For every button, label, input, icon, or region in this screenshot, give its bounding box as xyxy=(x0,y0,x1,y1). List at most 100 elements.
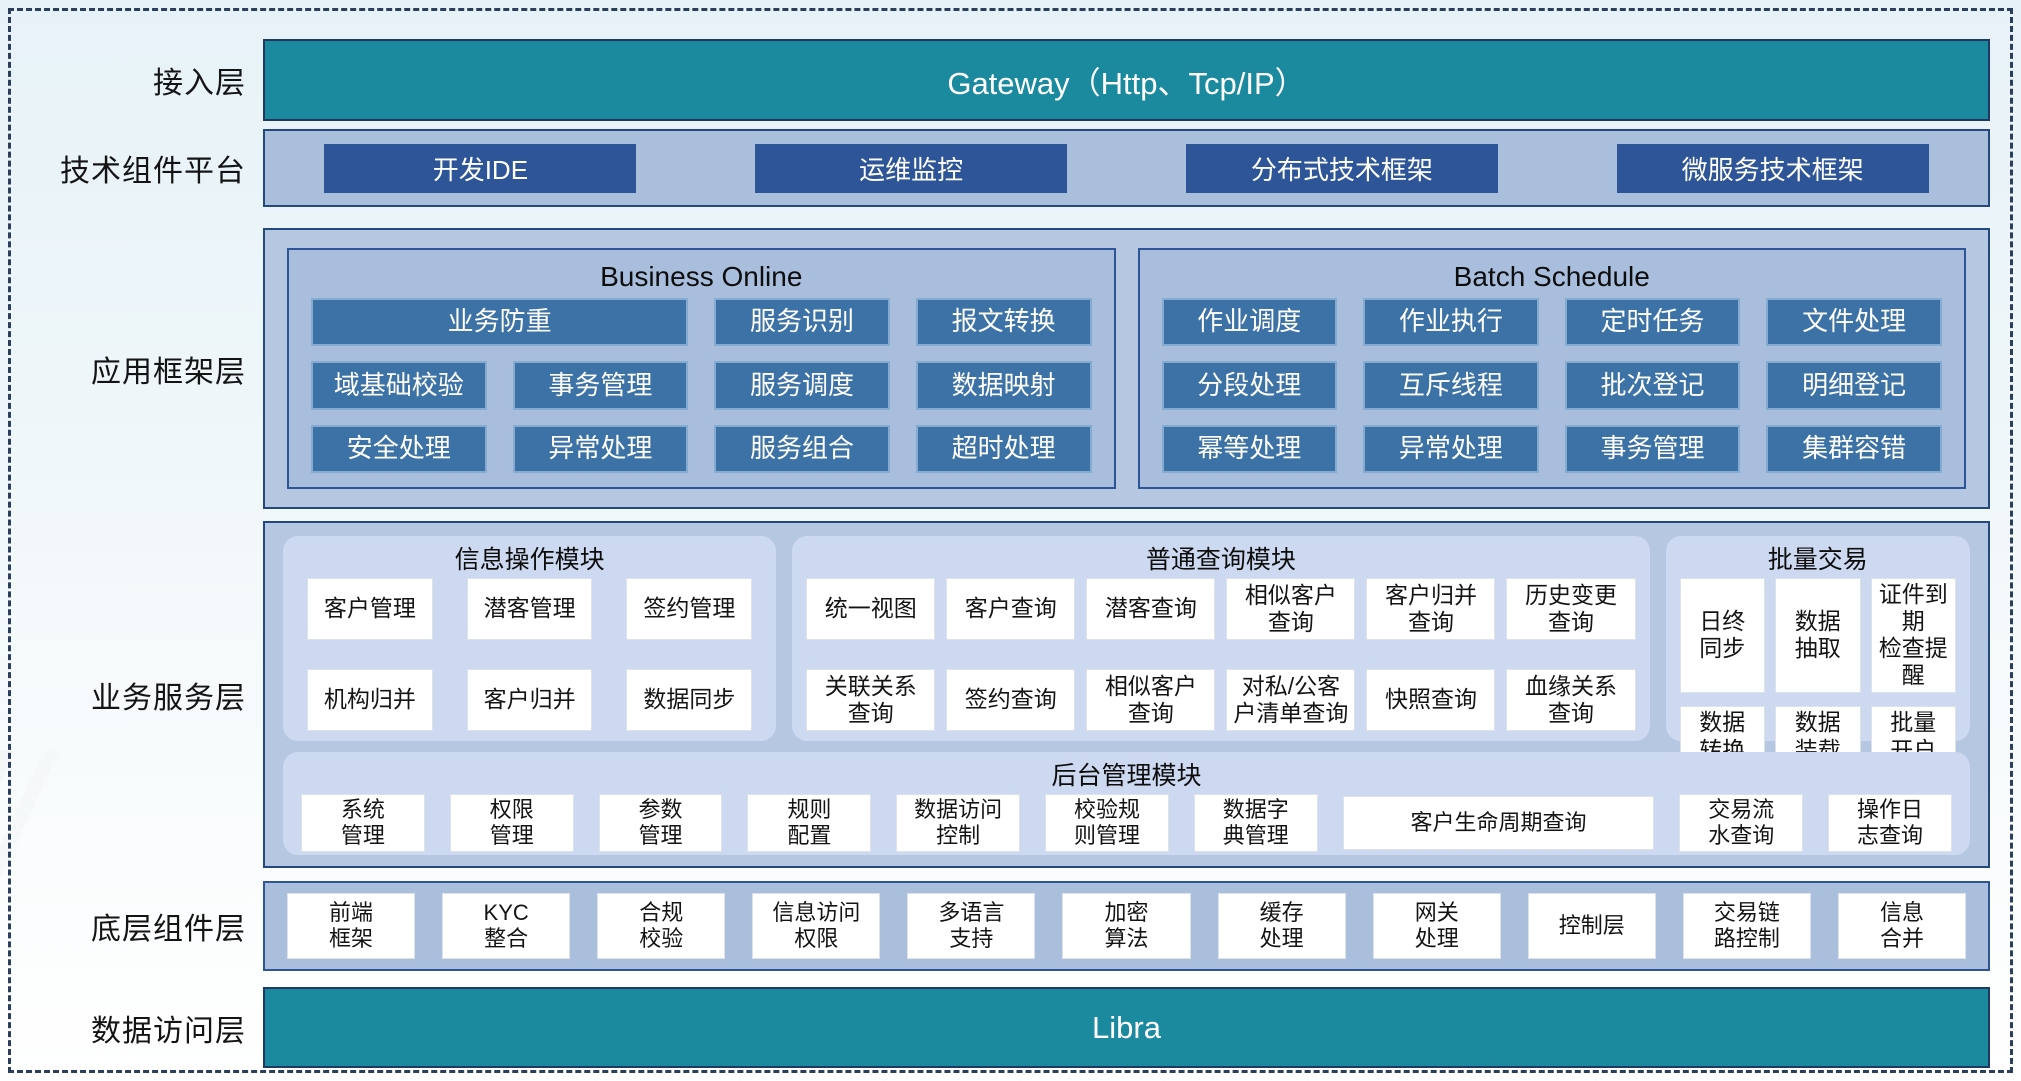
layer-label-base: 底层组件层 xyxy=(91,913,246,946)
tech-chip: 开发IDE xyxy=(324,143,637,193)
module-chip: 集群容错 xyxy=(1766,424,1942,473)
service-box: 客户查询 xyxy=(946,578,1076,640)
batch-schedule-panel: Batch Schedule 作业调度 作业执行 定时任务 文件处理 分段处理 … xyxy=(1137,248,1966,489)
module-chip: 事务管理 xyxy=(512,361,689,410)
module-chip: 安全处理 xyxy=(311,424,487,473)
module-chip: 服务组合 xyxy=(714,424,890,473)
service-box: 血缘关系 查询 xyxy=(1506,669,1636,731)
component-box: 控制层 xyxy=(1527,893,1656,959)
module-chip: 异常处理 xyxy=(512,424,689,473)
service-box: 历史变更 查询 xyxy=(1506,578,1636,640)
service-box: 潜客管理 xyxy=(466,578,593,640)
service-box: 日终 同步 xyxy=(1679,578,1766,693)
module-chip: 文件处理 xyxy=(1766,298,1942,347)
layer-label-service: 业务服务层 xyxy=(91,681,246,715)
component-box: 前端 框架 xyxy=(287,893,416,959)
service-box: 操作日 志查询 xyxy=(1828,794,1952,852)
component-box: 交易链 路控制 xyxy=(1682,893,1811,959)
service-box: 系统 管理 xyxy=(301,794,425,852)
service-box: 签约管理 xyxy=(626,578,753,640)
service-box: 客户管理 xyxy=(307,578,433,640)
service-box: 交易流 水查询 xyxy=(1679,794,1804,852)
layer-label-tech: 技术组件平台 xyxy=(60,155,246,188)
component-box: 加密 算法 xyxy=(1062,893,1191,959)
service-box: 统一视图 xyxy=(806,578,936,640)
module-chip: 服务识别 xyxy=(714,298,890,347)
tech-platform-bar: 开发IDE 运维监控 分布式技术框架 微服务技术框架 xyxy=(263,129,1990,207)
service-box: 校验规 则管理 xyxy=(1045,794,1169,852)
base-components-bar: 前端 框架 KYC 整合 合规 校验 信息访问 权限 多语言 支持 加密 算法 … xyxy=(263,881,1990,971)
module-chip: 明细登记 xyxy=(1766,361,1942,410)
batch-trade-group: 批量交易 日终 同步 数据 抽取 证件到期 检查提醒 数据 转换 数据 装载 批… xyxy=(1665,536,1970,768)
service-box: 客户归并 xyxy=(466,669,593,731)
layer-label-access: 接入层 xyxy=(153,67,246,100)
business-online-title: Business Online xyxy=(600,261,803,292)
component-box: KYC 整合 xyxy=(442,893,571,959)
module-chip: 批次登记 xyxy=(1564,361,1741,410)
module-chip: 报文转换 xyxy=(915,298,1092,347)
admin-title: 后台管理模块 xyxy=(1051,762,1202,790)
libra-bar: Libra xyxy=(263,987,1990,1068)
business-online-panel: Business Online 业务防重 服务识别 报文转换 域基础校验 事务管… xyxy=(287,248,1116,489)
batch-schedule-title: Batch Schedule xyxy=(1453,261,1650,292)
module-chip: 业务防重 xyxy=(311,298,689,347)
component-box: 网关 处理 xyxy=(1372,893,1501,959)
service-box: 相似客户 查询 xyxy=(1226,578,1356,640)
service-box: 数据同步 xyxy=(626,669,753,731)
service-box: 对私/公客 户清单查询 xyxy=(1226,669,1356,731)
app-framework-panel: Business Online 业务防重 服务识别 报文转换 域基础校验 事务管… xyxy=(263,228,1990,509)
service-box: 证件到期 检查提醒 xyxy=(1870,578,1956,693)
service-box: 快照查询 xyxy=(1366,669,1496,731)
layer-label-app: 应用框架层 xyxy=(91,355,246,389)
service-box: 数据字 典管理 xyxy=(1193,794,1318,852)
service-box: 机构归并 xyxy=(307,669,433,731)
module-chip: 幂等处理 xyxy=(1161,424,1338,473)
module-chip: 数据映射 xyxy=(915,361,1092,410)
query-title: 普通查询模块 xyxy=(1145,546,1296,574)
component-box: 信息访问 权限 xyxy=(752,893,881,959)
component-box: 信息 合并 xyxy=(1837,893,1967,959)
batch-trade-title: 批量交易 xyxy=(1767,546,1868,574)
admin-row: 系统 管理 权限 管理 参数 管理 规则 配置 数据访问 控制 校验规 则管理 … xyxy=(297,794,1956,852)
info-ops-grid: 客户管理 潜客管理 签约管理 机构归并 客户归并 数据同步 xyxy=(297,578,762,731)
query-group: 普通查询模块 统一视图 客户查询 潜客查询 相似客户 查询 客户归并 查询 历史… xyxy=(792,536,1650,741)
info-ops-group: 信息操作模块 客户管理 潜客管理 签约管理 机构归并 客户归并 数据同步 xyxy=(283,536,777,741)
service-box: 数据访问 控制 xyxy=(896,794,1021,852)
component-box: 缓存 处理 xyxy=(1217,893,1346,959)
module-chip: 超时处理 xyxy=(915,424,1092,473)
service-box: 客户生命周期查询 xyxy=(1342,795,1655,850)
module-chip: 域基础校验 xyxy=(311,361,487,410)
module-chip: 服务调度 xyxy=(714,361,890,410)
service-box: 客户归并 查询 xyxy=(1366,578,1496,640)
batch-trade-grid: 日终 同步 数据 抽取 证件到期 检查提醒 数据 转换 数据 装载 批量 开户 xyxy=(1679,578,1956,768)
info-ops-title: 信息操作模块 xyxy=(454,546,605,574)
tech-chip: 运维监控 xyxy=(755,143,1068,193)
service-box: 相似客户 查询 xyxy=(1086,669,1216,731)
tech-chip: 微服务技术框架 xyxy=(1616,143,1929,193)
service-top-row: 信息操作模块 客户管理 潜客管理 签约管理 机构归并 客户归并 数据同步 普通查… xyxy=(283,536,1970,768)
module-chip: 异常处理 xyxy=(1363,424,1539,473)
service-box: 参数 管理 xyxy=(598,794,723,852)
component-box: 多语言 支持 xyxy=(907,893,1036,959)
module-chip: 分段处理 xyxy=(1161,361,1338,410)
service-box: 规则 配置 xyxy=(747,794,872,852)
service-box: 潜客查询 xyxy=(1086,578,1216,640)
module-chip: 定时任务 xyxy=(1564,298,1741,347)
service-box: 关联关系 查询 xyxy=(806,669,936,731)
module-chip: 作业执行 xyxy=(1363,298,1539,347)
service-box: 权限 管理 xyxy=(449,794,574,852)
tech-chip: 分布式技术框架 xyxy=(1185,143,1498,193)
module-chip: 事务管理 xyxy=(1564,424,1741,473)
module-chip: 互斥线程 xyxy=(1363,361,1539,410)
admin-group: 后台管理模块 系统 管理 权限 管理 参数 管理 规则 配置 数据访问 控制 校… xyxy=(283,752,1970,855)
service-box: 数据 抽取 xyxy=(1775,578,1861,693)
service-box: 签约查询 xyxy=(946,669,1076,731)
component-box: 合规 校验 xyxy=(597,893,726,959)
layer-label-data-access: 数据访问层 xyxy=(91,1014,246,1048)
batch-schedule-grid: 作业调度 作业执行 定时任务 文件处理 分段处理 互斥线程 批次登记 明细登记 … xyxy=(1161,298,1942,473)
business-service-panel: 信息操作模块 客户管理 潜客管理 签约管理 机构归并 客户归并 数据同步 普通查… xyxy=(263,521,1990,868)
gateway-bar: Gateway（Http、Tcp/IP） xyxy=(263,39,1990,121)
module-chip: 作业调度 xyxy=(1161,298,1338,347)
business-online-grid: 业务防重 服务识别 报文转换 域基础校验 事务管理 服务调度 数据映射 安全处理… xyxy=(311,298,1092,473)
